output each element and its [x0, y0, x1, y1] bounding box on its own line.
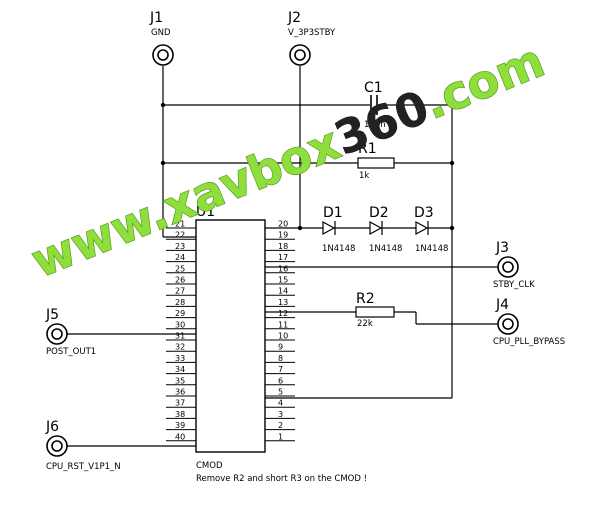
ic-pin-number: 17	[278, 253, 288, 262]
ic-pin-number: 15	[278, 276, 288, 285]
ic-pin-number: 2	[278, 421, 283, 430]
d3-ref: D3	[414, 205, 434, 221]
ic-pin-number: 28	[175, 298, 185, 307]
capacitor-c1	[370, 95, 378, 115]
ic-pin-number: 23	[175, 242, 185, 251]
diode-d3	[415, 220, 429, 236]
j4-net: CPU_PLL_BYPASS	[493, 337, 565, 347]
c1-ref: C1	[364, 80, 383, 96]
connector-j1[interactable]: J1 GND	[149, 10, 174, 66]
ic-pin-number: 32	[175, 343, 185, 352]
ic-pin-number: 31	[175, 332, 185, 341]
r1-value: 1k	[359, 171, 369, 181]
c1-value: 100n	[364, 120, 386, 130]
ic-name: CMOD	[196, 461, 223, 471]
ic-pin-number: 13	[278, 298, 288, 307]
ic-pin-number: 40	[175, 432, 185, 441]
connector-j2[interactable]: J2 V_3P3STBY	[287, 10, 336, 66]
watermark-number: 360	[327, 80, 436, 166]
d1-ref: D1	[323, 205, 343, 221]
ic-pin-number: 18	[278, 242, 288, 251]
u1-ref: U1	[196, 204, 215, 220]
ic-pin-number: 20	[278, 220, 288, 229]
d2-ref: D2	[369, 205, 389, 221]
ic-pin-number: 12	[278, 309, 288, 318]
j5-net: POST_OUT1	[46, 347, 96, 357]
connector-j6[interactable]: J6 CPU_RST_V1P1_N	[45, 419, 121, 472]
ic-pin-number: 27	[175, 287, 185, 296]
ic-pin-number: 16	[278, 264, 288, 273]
ic-pin-number: 36	[175, 388, 185, 397]
j1-ref: J1	[149, 10, 163, 26]
ic-pin-number: 8	[278, 354, 283, 363]
ic-pin-number: 7	[278, 365, 283, 374]
ic-pin-number: 33	[175, 354, 185, 363]
ic-pin-number: 21	[175, 220, 185, 229]
j3-net: STBY_CLK	[493, 280, 535, 290]
ic-pin-number: 6	[278, 376, 283, 385]
junctions	[160, 102, 455, 231]
ic-pin-number: 10	[278, 332, 288, 341]
j6-ref: J6	[45, 419, 59, 435]
r1-ref: R1	[358, 141, 377, 157]
connector-j5[interactable]: J5 POST_OUT1	[45, 307, 96, 357]
j4-ref: J4	[495, 297, 509, 313]
d3-value: 1N4148	[415, 244, 448, 254]
ic-pin-number: 34	[175, 365, 185, 374]
ic-pin-number: 29	[175, 309, 185, 318]
ic-pin-number: 19	[278, 231, 288, 240]
watermark-prefix: www.xavbox	[24, 116, 347, 289]
ic-pin-number: 39	[175, 421, 185, 430]
r2-value: 22k	[357, 319, 373, 329]
ic-u1-body	[195, 219, 266, 453]
ic-pin-number: 4	[278, 399, 283, 408]
r2-ref: R2	[356, 291, 375, 307]
ic-pin-number: 11	[278, 320, 288, 329]
ic-pin-number: 9	[278, 343, 283, 352]
ic-pin-number: 26	[175, 276, 185, 285]
ic-pin-number: 14	[278, 287, 288, 296]
ic-u1-pins: 2122232425262728293031323334353637383940…	[166, 220, 295, 442]
ic-pin-number: 38	[175, 410, 185, 419]
j2-ref: J2	[287, 10, 301, 26]
j6-net: CPU_RST_V1P1_N	[46, 462, 121, 472]
d2-value: 1N4148	[369, 244, 402, 254]
ic-pin-number: 24	[175, 253, 185, 262]
ic-pin-number: 37	[175, 399, 185, 408]
j2-net: V_3P3STBY	[288, 28, 336, 38]
ic-pin-number: 22	[175, 231, 185, 240]
j5-ref: J5	[45, 307, 59, 323]
connector-j4[interactable]: J4 CPU_PLL_BYPASS	[493, 297, 565, 347]
ic-pin-number: 3	[278, 410, 283, 419]
j1-net: GND	[151, 28, 171, 38]
ic-pin-number: 1	[278, 432, 283, 441]
diode-d1	[322, 220, 336, 236]
watermark-suffix: .com	[416, 33, 551, 130]
resistor-r1	[357, 157, 395, 169]
cmod-note: Remove R2 and short R3 on the CMOD !	[196, 474, 367, 484]
connector-j3[interactable]: J3 STBY_CLK	[493, 240, 535, 290]
d1-value: 1N4148	[322, 244, 355, 254]
j3-ref: J3	[495, 240, 509, 256]
resistor-r2	[355, 306, 395, 318]
ic-pin-number: 35	[175, 376, 185, 385]
ic-pin-number: 25	[175, 264, 185, 273]
ic-pin-number: 5	[278, 388, 283, 397]
wires	[66, 66, 500, 447]
diode-d2	[369, 220, 383, 236]
ic-pin-number: 30	[175, 320, 185, 329]
